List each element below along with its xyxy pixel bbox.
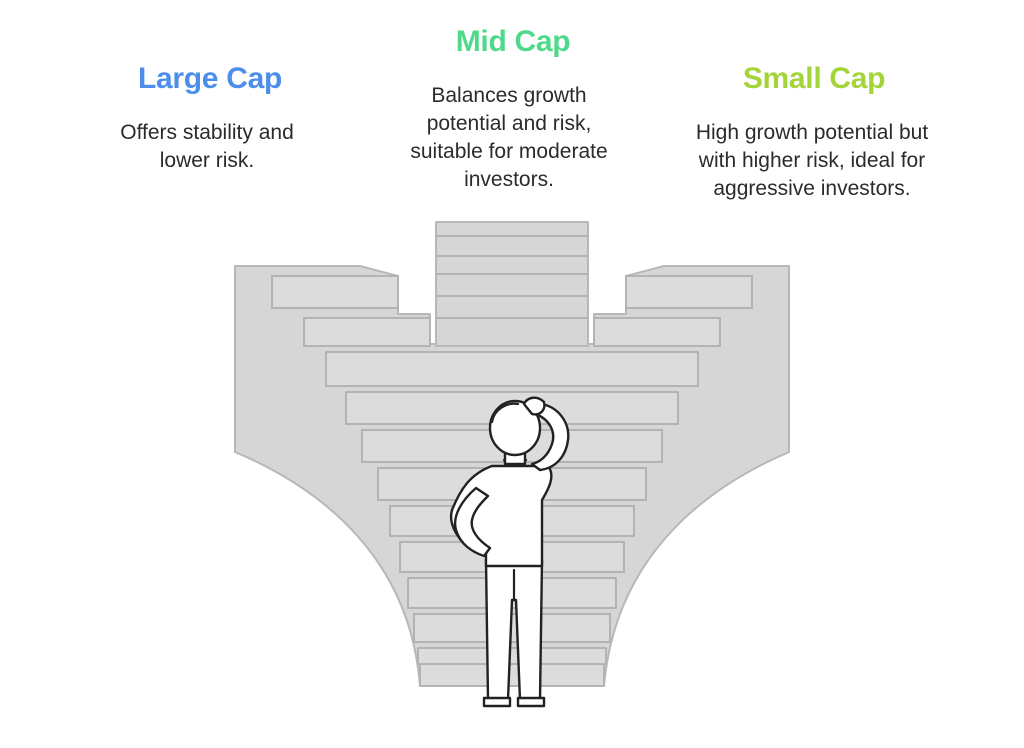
large-cap-title: Large Cap	[137, 62, 282, 95]
right-step-2	[593, 317, 721, 347]
right-step-1	[625, 275, 753, 309]
mid-cap-title: Mid Cap	[455, 25, 571, 58]
person-scratching-head-icon	[449, 396, 570, 708]
small-cap-description: High growth potential but with higher ri…	[695, 121, 929, 200]
left-step-2	[303, 317, 431, 347]
left-step-1	[271, 275, 399, 309]
mid-cap-description: Balances growth potential and risk, suit…	[410, 84, 608, 191]
small-cap-title: Small Cap	[742, 62, 886, 95]
large-cap-description: Offers stability and lower risk.	[120, 121, 294, 172]
mid-tower	[435, 221, 589, 347]
